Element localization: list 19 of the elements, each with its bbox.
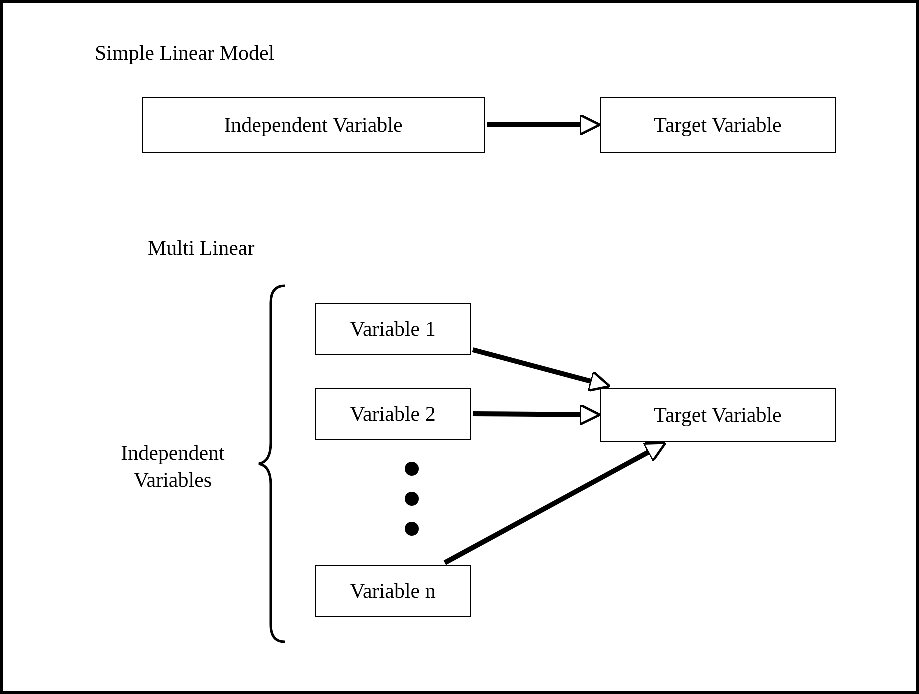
box-text: Independent Variable	[224, 112, 403, 138]
bracket-label: Independent Variables	[120, 440, 226, 494]
arrow	[472, 348, 612, 392]
box-text: Target Variable	[654, 402, 782, 428]
box-text: Variable 2	[350, 402, 436, 426]
arrow	[487, 114, 602, 136]
box-text: Variable 1	[350, 316, 436, 342]
variable-box	[315, 303, 471, 355]
variable-box	[315, 565, 471, 617]
arrow	[472, 404, 602, 426]
variable-box	[142, 97, 485, 153]
variable-box	[315, 388, 471, 440]
box-text: Variable n	[350, 578, 436, 604]
arrow	[444, 442, 667, 566]
section-heading: Multi Linear	[148, 236, 255, 261]
box-text: Target Variable	[654, 112, 782, 138]
variable-box	[600, 388, 836, 442]
section-heading: Simple Linear Model	[95, 41, 275, 66]
variable-box	[600, 97, 836, 153]
